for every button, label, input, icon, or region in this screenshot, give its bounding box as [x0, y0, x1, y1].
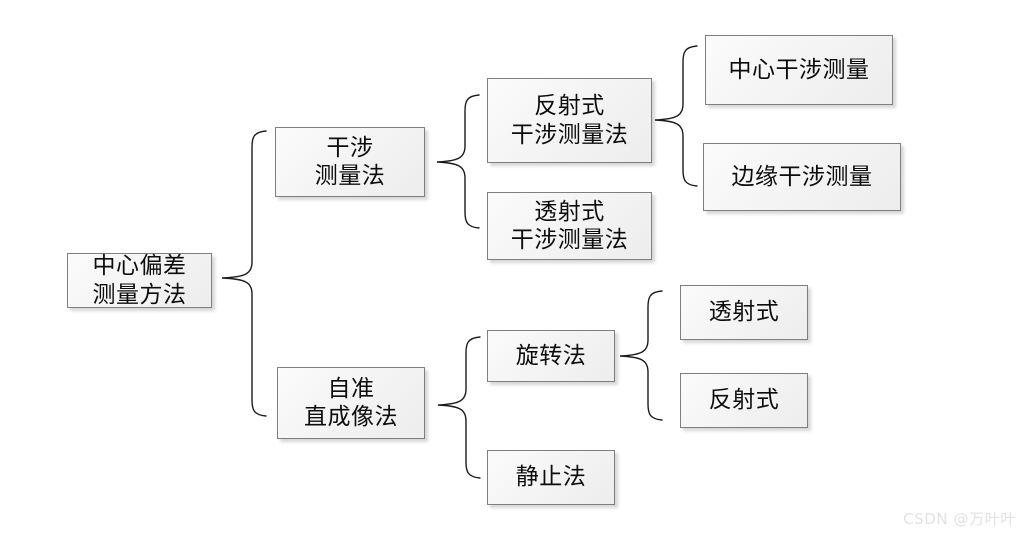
reflective-brace	[654, 45, 698, 187]
node-center-interference-measurement[interactable]: 中心干涉测量	[705, 35, 893, 105]
node-rotation-transmissive[interactable]: 透射式	[680, 285, 808, 340]
node-autocollimation-imaging[interactable]: 自准 直成像法	[277, 367, 425, 439]
node-reflective-interferometry[interactable]: 反射式 干涉测量法	[487, 78, 652, 163]
csdn-watermark: CSDN @万叶叶	[903, 510, 1016, 528]
node-root-center-deviation[interactable]: 中心偏差 测量方法	[67, 253, 212, 308]
root-brace	[221, 130, 267, 417]
node-rotation-method[interactable]: 旋转法	[487, 330, 615, 382]
autocollimation-brace	[437, 336, 481, 479]
interference-brace	[436, 94, 480, 229]
node-static-method[interactable]: 静止法	[487, 450, 615, 505]
rotation-brace	[619, 290, 663, 421]
node-rotation-reflective[interactable]: 反射式	[680, 373, 808, 428]
node-interferometry[interactable]: 干涉 测量法	[275, 127, 425, 197]
node-edge-interference-measurement[interactable]: 边缘干涉测量	[703, 143, 901, 211]
node-transmissive-interferometry[interactable]: 透射式 干涉测量法	[487, 192, 652, 260]
